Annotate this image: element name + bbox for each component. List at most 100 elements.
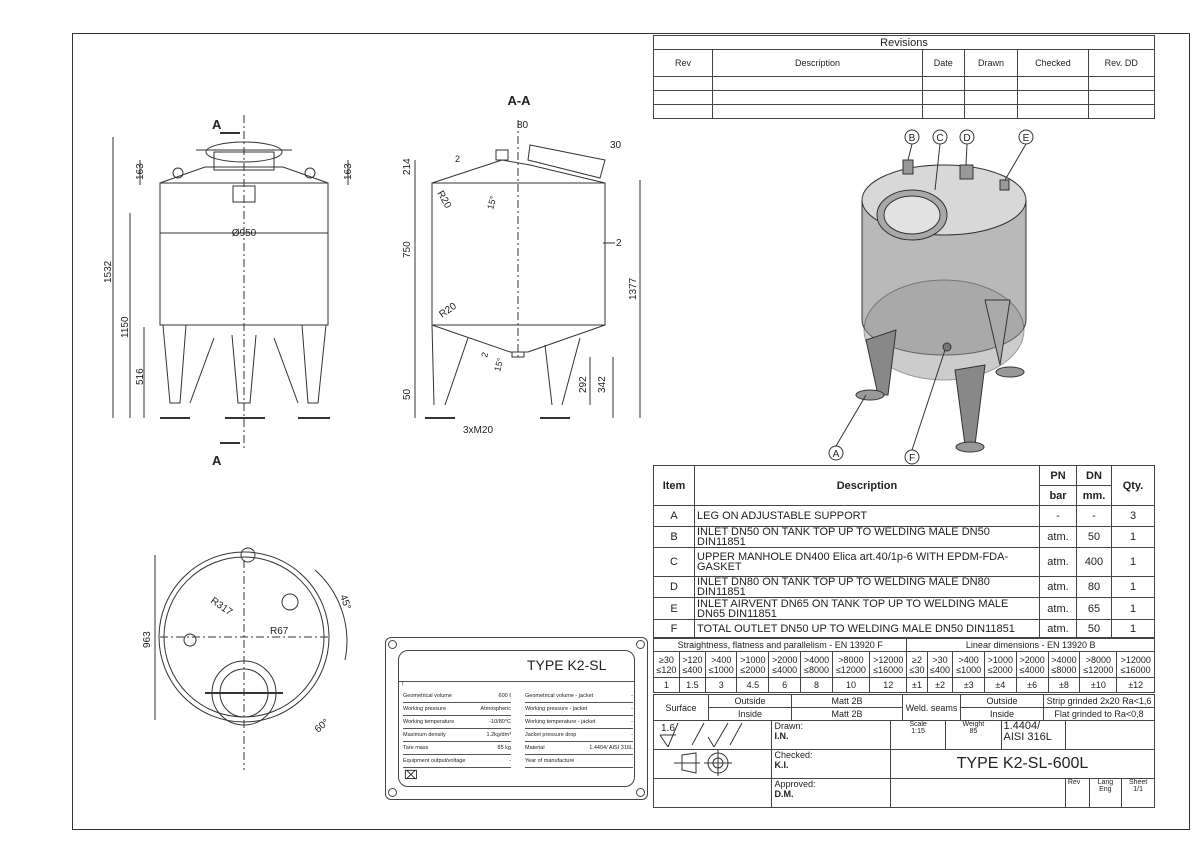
straightness-range: >2000≤4000: [768, 651, 802, 678]
field-value: -: [631, 706, 633, 712]
linear-range: >8000≤12000: [1079, 651, 1118, 678]
top-view: [154, 547, 348, 770]
sheet-value: 1/1: [1133, 786, 1143, 793]
isometric-view: [855, 159, 1027, 453]
range-max: ≤16000: [873, 664, 904, 675]
range-min: >12000: [873, 654, 904, 665]
linear-tolerance: ±12: [1116, 677, 1155, 693]
range-max: ≤400: [682, 664, 703, 675]
pn: atm.: [1039, 576, 1077, 598]
surface-outside: Outside: [708, 694, 792, 708]
dim-thread: 3xM20: [463, 425, 493, 436]
field-label: Geometrical volume: [403, 693, 452, 699]
field-value: Atmospheric: [480, 706, 511, 712]
dim-r-top: R20: [434, 189, 453, 211]
field-label: Working pressure: [403, 706, 446, 712]
straightness-tolerance: 1.5: [678, 677, 707, 693]
field-value: -: [631, 693, 633, 699]
dn: 50: [1076, 526, 1112, 548]
field-label: Maximum density: [403, 732, 446, 738]
qty: 1: [1111, 619, 1155, 639]
iso-callouts: A B C D E F: [828, 129, 1034, 465]
item: F: [653, 619, 695, 639]
qty-header: Qty.: [1111, 465, 1155, 506]
nameplate-field: Maximum density 1.2kg/dm³: [403, 730, 511, 742]
range-max: ≤8000: [1051, 664, 1077, 675]
front-view: [112, 115, 349, 450]
drawn-label: Drawn:: [774, 721, 803, 731]
dim-angle-bottom: 15°: [492, 356, 505, 372]
field-value: -: [631, 732, 633, 738]
field-label: Year of manufacture: [525, 758, 575, 764]
field-label: Working pressure - jacket: [525, 706, 588, 712]
section-mark-bottom: A: [212, 453, 222, 468]
checked-value: K.I.: [774, 760, 789, 770]
revision-row: [653, 90, 1156, 105]
range-min: >400: [711, 654, 732, 665]
linear-tolerance: ±3: [952, 677, 985, 693]
pn: atm.: [1039, 619, 1077, 639]
dn: 65: [1076, 597, 1112, 620]
projection-symbol: [652, 749, 773, 779]
field-label: Jacket pressure drop: [525, 732, 577, 738]
dim-diameter: Ø950: [232, 228, 257, 239]
callout-e: E: [1023, 133, 1030, 144]
dim-outlet2: 342: [597, 376, 608, 393]
range-min: >120: [682, 654, 703, 665]
straightness-tolerance: 12: [868, 677, 908, 693]
roughness-value: 1.6: [661, 723, 675, 734]
description: INLET AIRVENT DN65 ON TANK TOP UP TO WEL…: [694, 597, 1040, 620]
dim-r2: R67: [270, 626, 289, 637]
section-mark-top: A: [212, 117, 222, 132]
linear-range: >30≤400: [926, 651, 954, 678]
straightness-range: >400≤1000: [705, 651, 738, 678]
linear-tolerance: ±4: [983, 677, 1017, 693]
drawn-value: I.N.: [774, 731, 789, 741]
linear-tolerance: ±2: [926, 677, 954, 693]
callout-b: B: [909, 133, 916, 144]
nameplate-serial: !: [402, 682, 404, 688]
dim-total: 1377: [628, 277, 639, 300]
range-max: ≤8000: [804, 664, 829, 675]
dn-unit: mm.: [1076, 485, 1112, 506]
rev-col: Rev: [653, 49, 713, 77]
description: LEG ON ADJUSTABLE SUPPORT: [694, 505, 1040, 527]
surface-label: Surface: [653, 694, 709, 721]
section-view: [414, 120, 641, 419]
surface-inside: Inside: [708, 707, 792, 721]
material: 1.4404/ AISI 316L: [1000, 720, 1066, 750]
description: INLET DN50 ON TANK TOP UP TO WELDING MAL…: [694, 526, 1040, 548]
dim-thk-bottom: 2: [479, 351, 490, 358]
description-header: Description: [694, 465, 1040, 506]
pn-unit: bar: [1039, 485, 1077, 506]
dim-body: 750: [402, 241, 413, 258]
revision-row: [653, 104, 1156, 119]
straightness-range: >120≤400: [678, 651, 707, 678]
pn: atm.: [1039, 597, 1077, 620]
pn-header: PN: [1039, 465, 1077, 486]
nameplate-field: Equipment output/voltage-: [403, 756, 511, 768]
linear-title: Linear dimensions - EN 13920 B: [906, 637, 1155, 652]
dim-angle-top: 15°: [485, 194, 498, 210]
nameplate-title: TYPE K2-SL: [527, 657, 607, 673]
field-value: 1.2kg/dm³: [486, 732, 511, 738]
dim-angle1: 45°: [337, 593, 353, 611]
pn: atm.: [1039, 526, 1077, 548]
range-min: ≥2: [912, 654, 922, 665]
range-min: >8000: [1085, 654, 1112, 665]
lang-label: Lang: [1097, 779, 1114, 786]
range-min: >4000: [1051, 654, 1077, 665]
range-max: ≤4000: [1019, 664, 1045, 675]
scale-value: 1:15: [911, 728, 925, 735]
range-max: ≤2000: [740, 664, 766, 675]
field-value: -10/80°C: [489, 719, 511, 725]
callout-d: D: [963, 133, 970, 144]
linear-range: >400≤1000: [952, 651, 985, 678]
callout-f: F: [909, 453, 915, 464]
dn: 50: [1076, 619, 1112, 639]
description: UPPER MANHOLE DN400 Elica art.40/1p-6 WI…: [694, 547, 1040, 577]
